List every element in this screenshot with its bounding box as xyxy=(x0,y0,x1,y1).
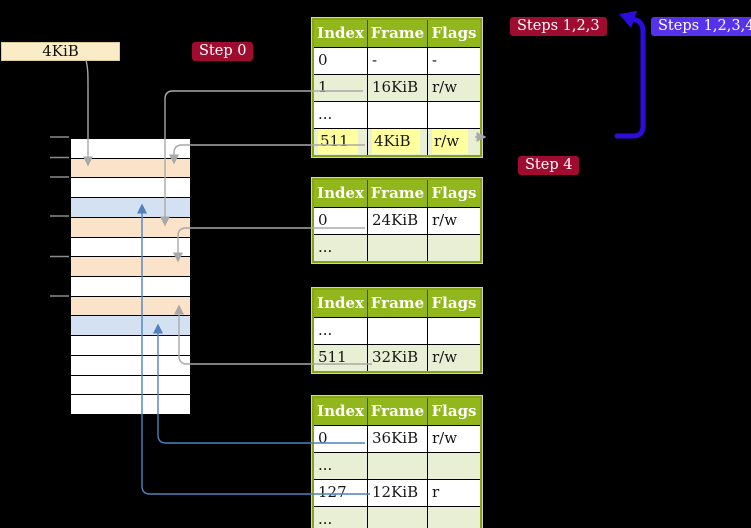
table-cell xyxy=(427,507,480,528)
table-cell: r/w xyxy=(427,345,480,371)
table-cell: 127 xyxy=(318,483,347,501)
physical-memory-column xyxy=(70,138,191,415)
table-cell xyxy=(367,507,427,528)
memory-frame-row-blue xyxy=(71,316,190,337)
table-cell: r xyxy=(427,480,480,506)
table-cell xyxy=(427,318,480,344)
steps-123-badge: Steps 1,2,3 xyxy=(510,17,607,36)
table-cell: 0 xyxy=(318,211,328,229)
step-4-badge: Step 4 xyxy=(518,156,580,175)
memory-frame-row-white xyxy=(71,395,190,415)
table-cell: r/w xyxy=(427,129,480,155)
table-cell: - xyxy=(427,48,480,74)
table-row: 0 -- xyxy=(314,47,480,74)
table-cell: ... xyxy=(318,105,333,123)
table-cell: ... xyxy=(318,321,333,339)
table-cell: 4KiB xyxy=(367,129,427,155)
table-cell: 24KiB xyxy=(367,208,427,234)
table-row: 511 4KiB r/w xyxy=(314,128,480,155)
memory-frame-row-peach xyxy=(71,296,190,317)
memory-frame-row-white xyxy=(71,178,190,199)
steps-1234-badge: Steps 1,2,3,4 xyxy=(651,17,751,36)
arrow-steps-loop xyxy=(614,17,646,139)
table-cell xyxy=(427,453,480,479)
table-row: ... xyxy=(314,506,480,528)
table-cell xyxy=(367,102,427,128)
table-cell: 511 xyxy=(318,348,347,366)
table-cell: ... xyxy=(318,238,333,256)
table-cell: ... xyxy=(318,456,333,474)
table-cell: 0 xyxy=(318,51,328,69)
column-header: Flags xyxy=(427,398,480,425)
highlighted-value: 4KiB xyxy=(372,129,420,154)
memory-frame-row-peach xyxy=(71,217,190,238)
table-row: ... xyxy=(314,101,480,128)
memory-frame-row-white xyxy=(71,355,190,376)
highlighted-value: 511 xyxy=(318,129,358,154)
column-header: Index xyxy=(317,24,364,42)
table-cell xyxy=(367,235,427,261)
table-cell: - xyxy=(367,48,427,74)
table-cell xyxy=(427,235,480,261)
frame-ticks xyxy=(50,136,69,297)
table-cell: 0 xyxy=(318,429,328,447)
highlighted-value: r/w xyxy=(432,129,469,154)
column-header: Index xyxy=(317,184,364,202)
table-cell: 511 xyxy=(314,129,367,155)
column-header: Index xyxy=(317,294,364,312)
memory-frame-row-peach xyxy=(71,158,190,179)
column-header: Frame xyxy=(367,20,427,47)
column-header: Flags xyxy=(427,180,480,207)
step-0-badge: Step 0 xyxy=(192,42,254,61)
column-header: Frame xyxy=(367,180,427,207)
table-row: ... xyxy=(314,317,480,344)
table-cell xyxy=(427,102,480,128)
page-size-box: 4KiB xyxy=(1,42,120,61)
table-cell: 1 xyxy=(318,78,328,96)
table-cell xyxy=(367,318,427,344)
memory-frame-row-white xyxy=(71,237,190,258)
column-header: Frame xyxy=(367,398,427,425)
table-row: ... xyxy=(314,234,480,261)
table-cell: 32KiB xyxy=(367,345,427,371)
table-cell xyxy=(367,453,427,479)
column-header: Index xyxy=(317,402,364,420)
memory-frame-row-white xyxy=(71,375,190,396)
table-cell: ... xyxy=(318,510,333,528)
memory-frame-row-white xyxy=(71,277,190,297)
table-cell: 36KiB xyxy=(367,426,427,452)
column-header: Frame xyxy=(367,290,427,317)
table-cell: 12KiB xyxy=(367,480,427,506)
table-cell: r/w xyxy=(427,208,480,234)
table-cell: 16KiB xyxy=(367,75,427,101)
table-cell: r/w xyxy=(427,426,480,452)
memory-frame-row-blue xyxy=(71,198,190,218)
memory-frame-row-peach xyxy=(71,257,190,278)
column-header: Flags xyxy=(427,290,480,317)
memory-frame-row-white xyxy=(71,139,190,159)
table-cell: r/w xyxy=(427,75,480,101)
table-row: ... xyxy=(314,452,480,479)
memory-frame-row-white xyxy=(71,336,190,356)
arrow-steps-loop-head xyxy=(619,11,637,28)
column-header: Flags xyxy=(427,20,480,47)
